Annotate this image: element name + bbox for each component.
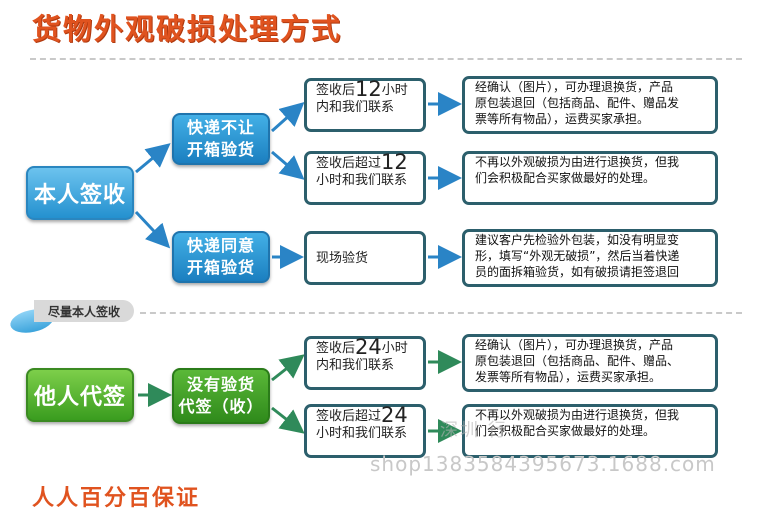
branch-no-open-node: 快递不让 开箱验货 xyxy=(172,113,270,165)
condition-onsite-inspect: 现场验货 xyxy=(304,231,426,285)
watermark-url: shop1383584395673.1688.com xyxy=(370,452,716,476)
recommend-tag: 尽量本人签收 xyxy=(34,300,134,322)
result-box-4: 经确认（图片），可办理退换货，产品 原包装退回（包括商品、配件、赠品、 发票等所… xyxy=(462,334,718,392)
result-box-2: 不再以外观破损为由进行退换货，但我 们会积极配合买家做最好的处理。 xyxy=(462,151,718,205)
result3-line1: 建议客户先检验外包装，如没有明显变 xyxy=(475,233,680,247)
flow-arrows xyxy=(134,92,462,443)
middle-divider xyxy=(140,312,742,314)
condition-24h-within: 签收后24小时 内和我们联系 xyxy=(304,336,426,390)
result4-line3: 发票等所有物品），运费买家承担。 xyxy=(475,370,662,384)
result2-line1: 不再以外观破损为由进行退换货，但我 xyxy=(475,155,680,169)
condition-12h-within: 签收后12小时 内和我们联系 xyxy=(304,78,426,132)
branch-open-line1: 快递同意 xyxy=(186,236,255,255)
self-sign-node: 本人签收 xyxy=(26,166,134,220)
arrow-b1-to-c2 xyxy=(271,150,305,180)
watermark-shop-name: 深圳 行 xyxy=(440,420,508,441)
branch-no-open-line2: 开箱验货 xyxy=(186,140,255,159)
branch-no-inspect-line2: 代签（收） xyxy=(178,397,264,416)
top-divider xyxy=(30,58,742,60)
result5-line1: 不再以外观破损为由进行退换货，但我 xyxy=(475,408,680,422)
cond1-line1: 签收后12小时 xyxy=(316,77,408,101)
cond4-line2: 内和我们联系 xyxy=(316,358,395,373)
branch-no-open-line1: 快递不让 xyxy=(186,118,255,137)
result1-line3: 票等所有物品），运费买家承担。 xyxy=(475,112,650,126)
cond2-line1: 签收后超过12 xyxy=(316,150,408,174)
arrow-self-to-branch1 xyxy=(135,143,171,174)
cond5-line1: 签收后超过24 xyxy=(316,403,408,427)
result4-line1: 经确认（图片），可办理退换货，产品 xyxy=(475,338,674,352)
branch-no-inspect-node: 没有验货 代签（收） xyxy=(172,368,270,424)
cond1-line2: 内和我们联系 xyxy=(316,100,395,115)
cond2-line2: 小时和我们联系 xyxy=(316,173,408,188)
result-box-1: 经确认（图片），可办理退换货，产品 原包装退回（包括商品、配件、赠品发 票等所有… xyxy=(462,76,718,134)
result4-line2: 原包装退回（包括商品、配件、赠品、 xyxy=(475,354,680,368)
result3-line2: 形，填写“外观无破损”，然后当着快递 xyxy=(475,249,680,263)
result2-line2: 们会积极配合买家做最好的处理。 xyxy=(475,171,656,185)
result-box-5: 不再以外观破损为由进行退换货，但我 们会积极配合买家做最好的处理。 xyxy=(462,404,718,458)
arrow-self-to-branch2 xyxy=(134,210,171,249)
condition-24h-after: 签收后超过24 小时和我们联系 xyxy=(304,404,426,458)
proxy-sign-node: 他人代签 xyxy=(26,368,134,422)
branch-open-node: 快递同意 开箱验货 xyxy=(172,231,270,283)
cond5-line2: 小时和我们联系 xyxy=(316,426,408,441)
result1-line2: 原包装退回（包括商品、配件、赠品发 xyxy=(475,96,680,110)
result3-line3: 员的面拆箱验货，如有破损请拒签退回 xyxy=(475,265,680,279)
branch-open-line2: 开箱验货 xyxy=(186,258,255,277)
footer-title-cut: 人人百分百保证 xyxy=(32,486,201,511)
condition-12h-after: 签收后超过12 小时和我们联系 xyxy=(304,151,426,205)
cond4-line1: 签收后24小时 xyxy=(316,335,408,359)
branch-no-inspect-line1: 没有验货 xyxy=(186,375,255,394)
arrow-pb-to-c4 xyxy=(271,354,305,382)
arrow-b1-to-c1 xyxy=(271,102,305,133)
result1-line1: 经确认（图片），可办理退换货，产品 xyxy=(475,80,674,94)
arrow-pb-to-c5 xyxy=(271,406,305,434)
page-title: 货物外观破损处理方式 xyxy=(32,12,343,46)
result-box-3: 建议客户先检验外包装，如没有明显变 形，填写“外观无破损”，然后当着快递 员的面… xyxy=(462,229,718,287)
result5-line2: 们会积极配合买家做最好的处理。 xyxy=(475,424,656,438)
